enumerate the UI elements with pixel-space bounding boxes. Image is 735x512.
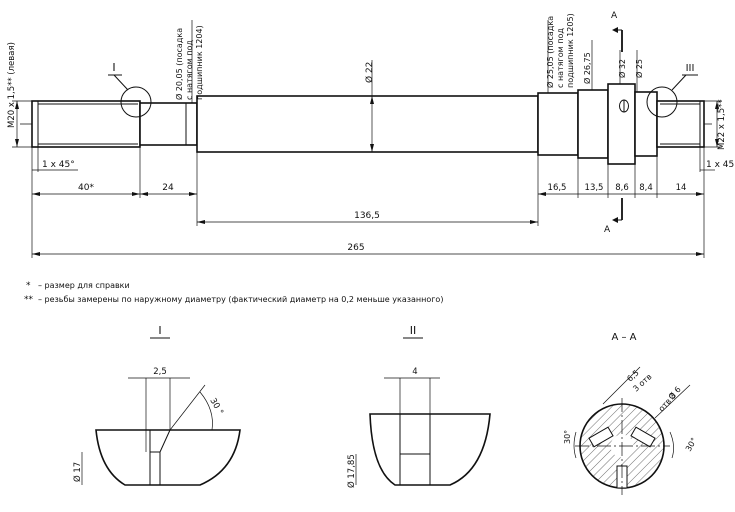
- detail-1-title: I: [158, 324, 161, 337]
- note-1-text: – размер для справки: [38, 281, 130, 290]
- dia-20-label-2: с натягом под: [185, 40, 194, 100]
- section-hole-right: [630, 426, 656, 448]
- section-angle-right: 30°: [684, 436, 699, 453]
- dia-20-label-1: Ø 20,05 (посадка: [174, 28, 184, 100]
- left-thread-section: [31, 100, 141, 148]
- note-2-mark: **: [24, 295, 34, 305]
- right-thread-section: [656, 100, 705, 148]
- shoulder: [577, 89, 609, 159]
- dim-16-5: 16,5: [548, 183, 567, 193]
- detail-1-dia: Ø 17: [72, 462, 83, 482]
- dim-265: 265: [347, 243, 364, 253]
- step-section: [634, 91, 658, 157]
- shaft-main-view: [20, 74, 712, 165]
- dia-25-label: Ø 25: [634, 59, 644, 78]
- dim-8-6: 8,6: [615, 183, 629, 193]
- notes: * – размер для справки ** – резьбы замер…: [24, 281, 443, 305]
- dim-13-5: 13,5: [585, 183, 604, 193]
- chamfer-left: 1 x 45°: [42, 160, 75, 170]
- section-d4: отв 3: [657, 391, 678, 413]
- dim-136-5: 136,5: [354, 211, 380, 221]
- section-hole-left: [588, 426, 614, 448]
- note-2-text: – резьбы замерены по наружному диаметру …: [38, 295, 443, 304]
- shaft-body: [196, 95, 539, 153]
- section-angle-left: 30°: [563, 430, 572, 444]
- dia-26-75-label: Ø 26,75: [582, 52, 592, 84]
- dimension-lines: [12, 20, 722, 258]
- chamfer-right: 1 x 45°: [706, 160, 735, 170]
- right-bearing-seat: [537, 92, 579, 156]
- dia-25-05-label-3: подшипник 1205): [566, 13, 575, 88]
- dim-14: 14: [676, 183, 687, 193]
- dia-20-label-3: подшипник 1204): [195, 25, 204, 100]
- section-a-markers: A A: [604, 11, 623, 235]
- marker-view-3: III: [686, 63, 695, 74]
- marker-view-1: I: [112, 61, 115, 74]
- dia-22-label: Ø 22: [364, 62, 375, 83]
- detail-3-circle: [646, 86, 678, 118]
- section-a-bottom: A: [604, 225, 611, 235]
- detail-2-view: II 4 Ø 17,85: [346, 324, 491, 488]
- detail-1-view: I 2,5 30 ° Ø 17: [72, 324, 241, 486]
- dim-8-4: 8,4: [639, 183, 653, 193]
- detail-1-width: 2,5: [153, 367, 167, 377]
- collar: [607, 83, 636, 165]
- detail-1-circle: [120, 86, 152, 118]
- detail-2-title: II: [410, 324, 417, 337]
- dia-25-05-label-2: с натягом под: [556, 28, 565, 88]
- thread-right-label: M22 x 1,5**: [717, 99, 727, 150]
- dia-32-label: Ø 32: [617, 59, 627, 78]
- section-aa-view: A – A 6,5 3 отв Ø 6 отв 3 30° 30°: [563, 332, 699, 495]
- dim-24: 24: [162, 183, 174, 193]
- detail-2-dia: Ø 17,85: [346, 454, 357, 488]
- thread-left-label: M20 x 1,5** (левая): [7, 42, 17, 128]
- detail-1-angle: 30 °: [207, 397, 225, 417]
- dia-25-05-label-1: Ø 25,05 (посадка: [545, 16, 555, 88]
- note-1-mark: *: [26, 281, 31, 291]
- dim-40: 40*: [78, 183, 94, 193]
- section-a-top: A: [611, 11, 618, 21]
- section-aa-title: A – A: [611, 332, 636, 343]
- detail-2-width: 4: [412, 367, 417, 377]
- left-bearing-seat: [139, 102, 198, 146]
